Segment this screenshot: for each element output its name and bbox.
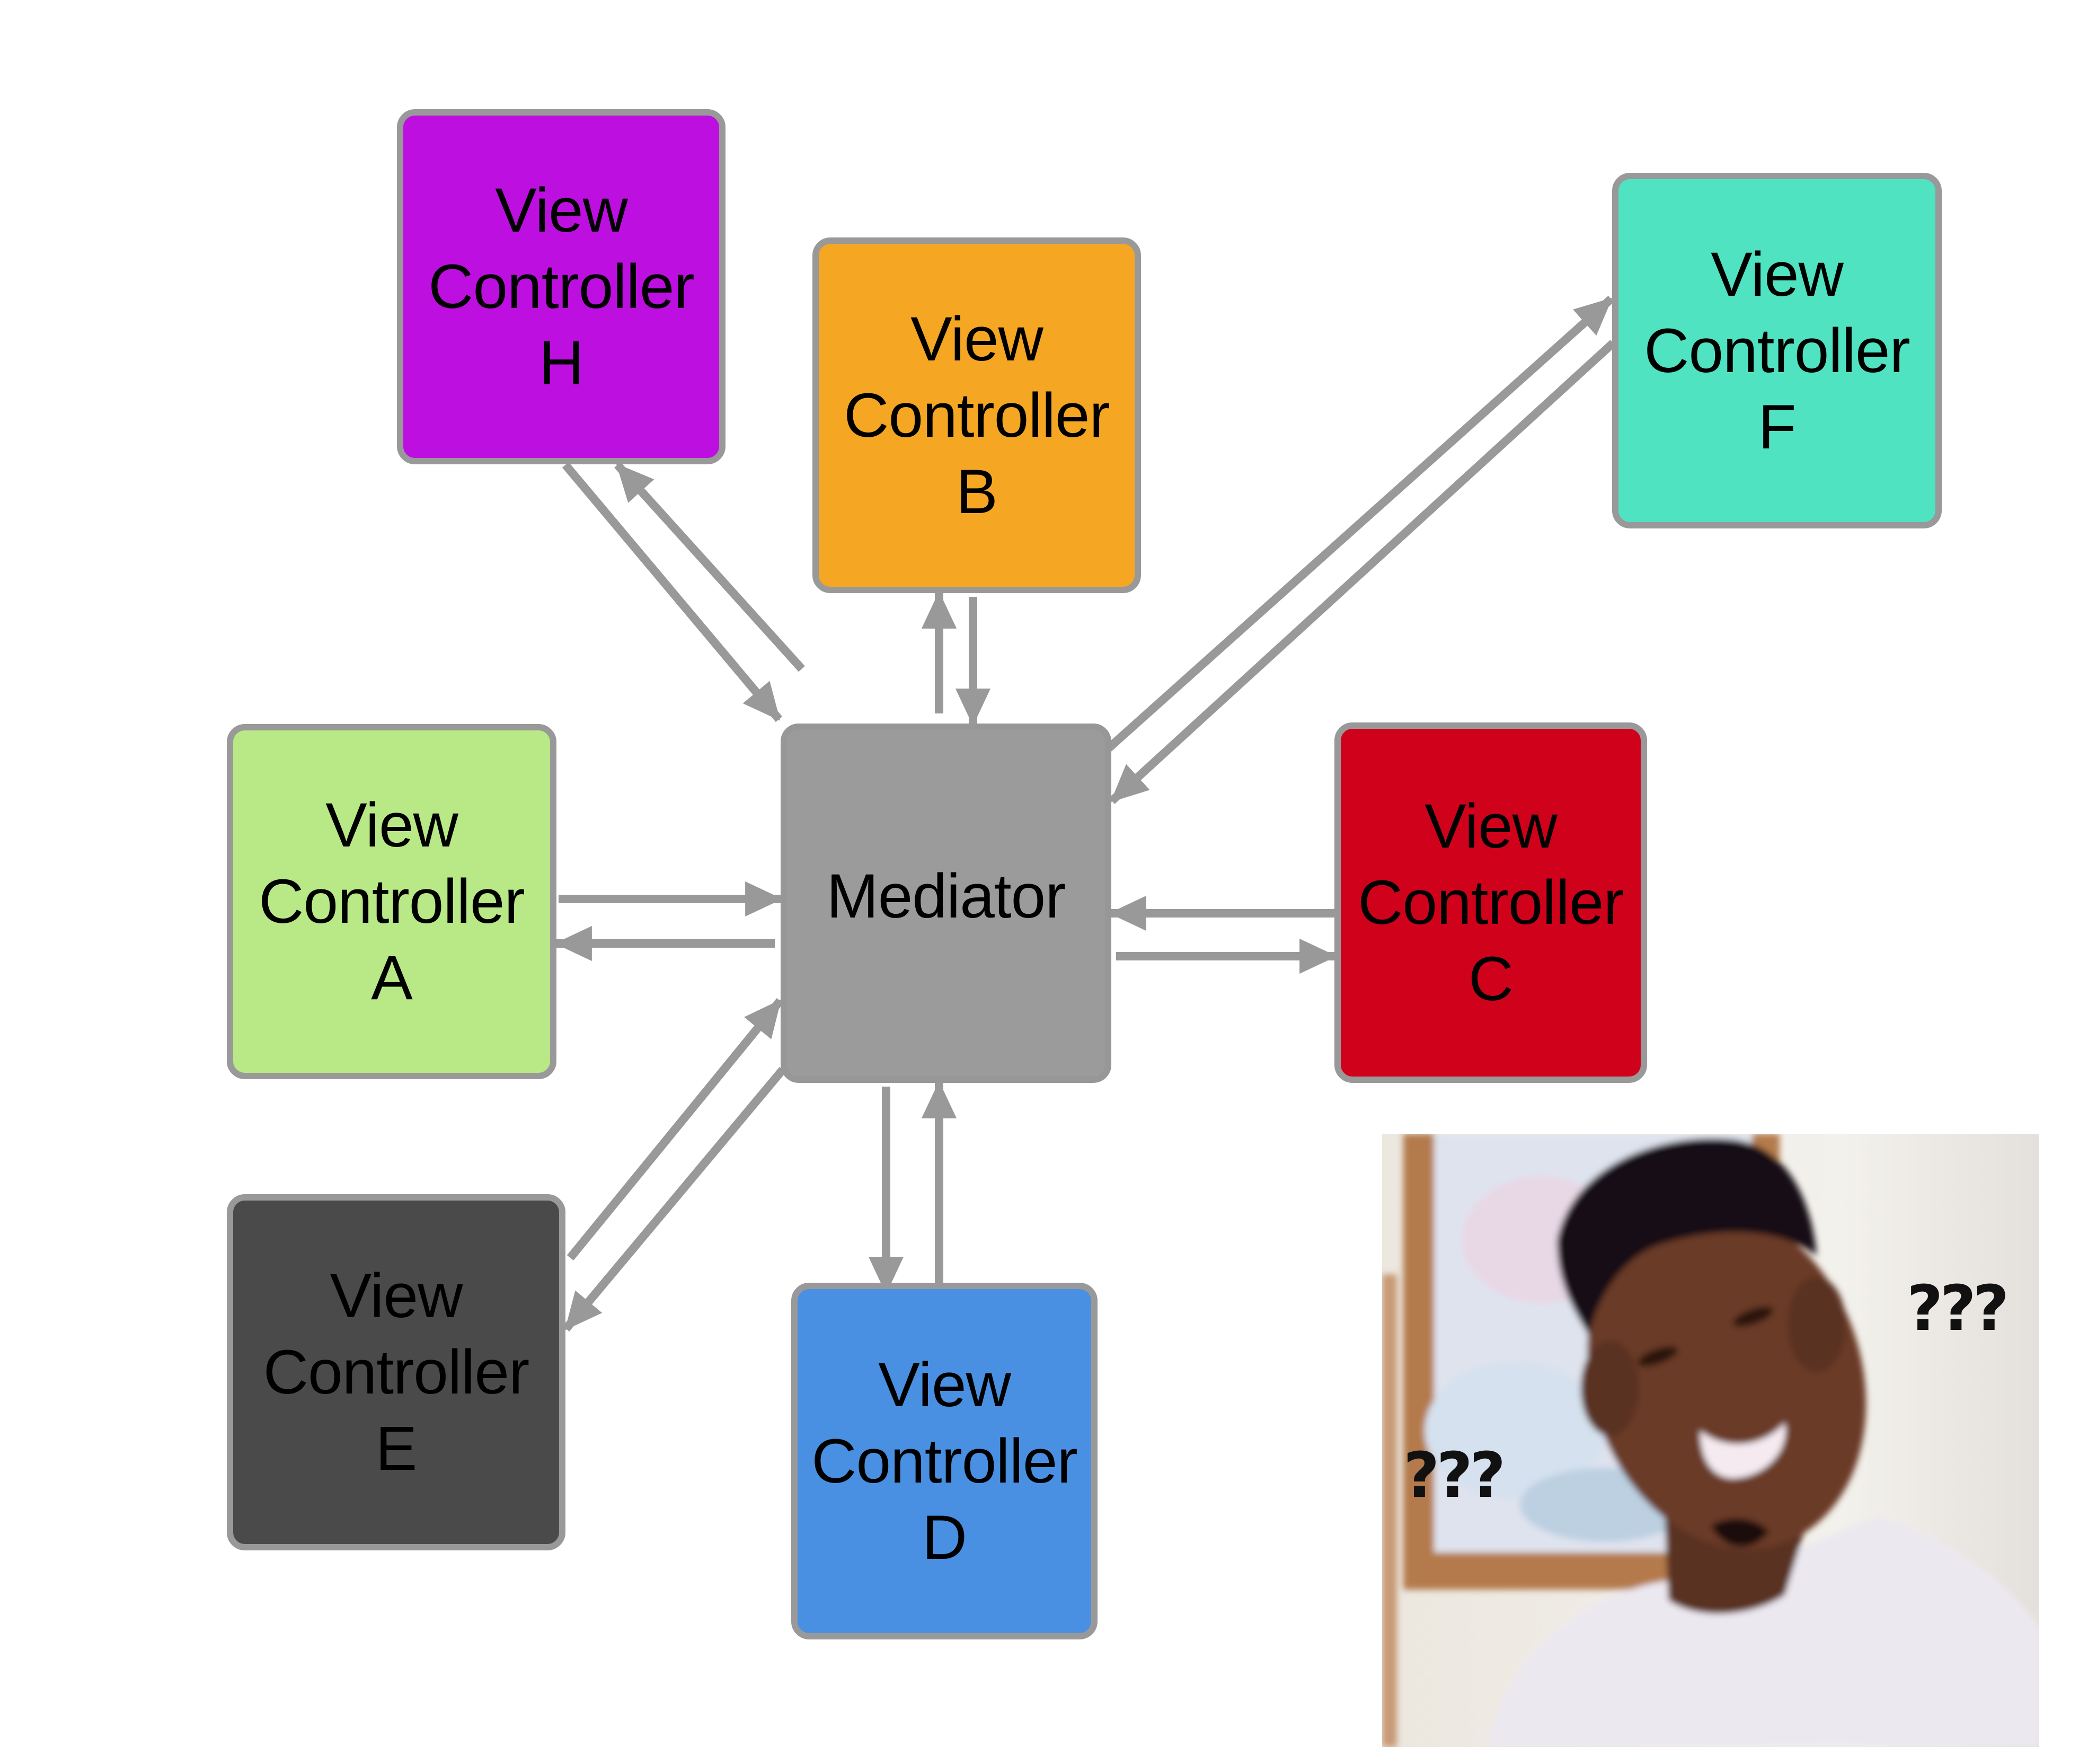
meme-illustration [1382, 1134, 2039, 1747]
arrow-e-to-mediator [567, 998, 784, 1261]
mediator-node[interactable]: Mediator [781, 724, 1111, 1083]
door-frame [1382, 1274, 1397, 1747]
arrow-mediator-to-f [1103, 296, 1614, 753]
view-controller-b-label: View Controller B [844, 304, 1110, 527]
arrow-mediator-to-e [562, 1066, 786, 1332]
view-controller-e-label: View Controller E [263, 1261, 530, 1484]
hair [1557, 1138, 1817, 1335]
white-shirt [1488, 1515, 2039, 1747]
view-controller-f-label: View Controller F [1644, 239, 1910, 462]
view-controller-c[interactable]: View Controller C [1334, 722, 1647, 1083]
view-controller-d[interactable]: View Controller D [791, 1283, 1098, 1639]
question-marks-right: ??? [1907, 1272, 2009, 1345]
view-controller-a[interactable]: View Controller A [227, 724, 556, 1079]
view-controller-a-label: View Controller A [259, 790, 525, 1013]
confused-man-meme-image: ??? ??? [1382, 1134, 2039, 1747]
mediator-label: Mediator [826, 861, 1066, 931]
view-controller-h-label: View Controller H [428, 175, 695, 398]
arrow-mediator-to-h [614, 462, 805, 672]
view-controller-h[interactable]: View Controller H [397, 109, 726, 464]
view-controller-b[interactable]: View Controller B [812, 237, 1141, 593]
view-controller-d-label: View Controller D [811, 1350, 1078, 1573]
arrow-h-to-mediator [562, 462, 783, 722]
smile [1700, 1423, 1786, 1478]
arrow-f-to-mediator [1109, 340, 1616, 804]
view-controller-f[interactable]: View Controller F [1612, 173, 1942, 528]
view-controller-e[interactable]: View Controller E [227, 1194, 565, 1550]
question-marks-left: ??? [1403, 1439, 1506, 1512]
view-controller-c-label: View Controller C [1358, 791, 1624, 1014]
